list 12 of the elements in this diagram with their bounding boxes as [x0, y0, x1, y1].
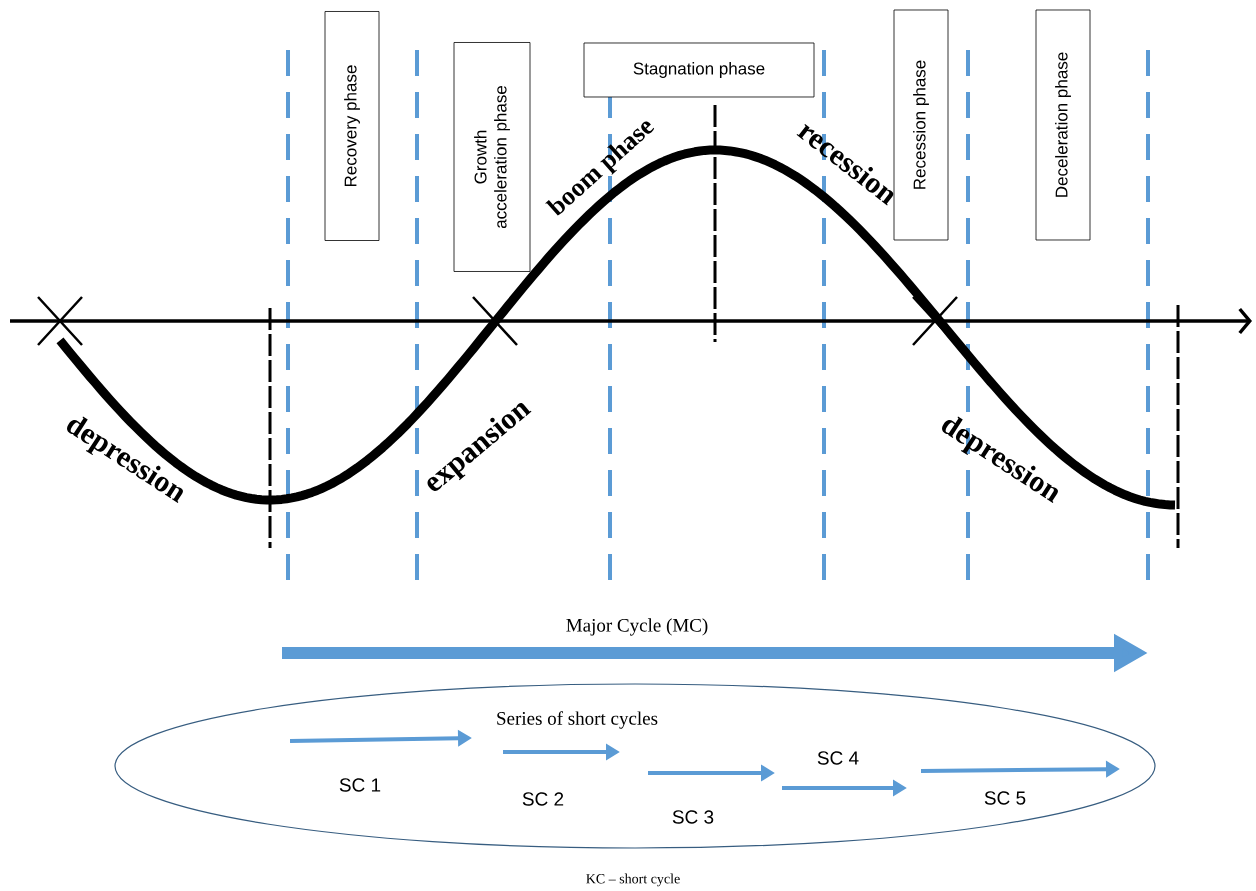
phase-box: Deceleration phase	[1035, 9, 1091, 241]
cycle-label: Major Cycle (MC)	[566, 618, 708, 636]
cycle-label: SC 1	[339, 778, 381, 792]
phase-box: Recession phase	[893, 9, 949, 241]
caption: KC – short cycle	[586, 873, 680, 887]
phase-box: Stagnation phase	[583, 42, 815, 98]
cycle-label: SC 4	[817, 751, 859, 765]
cycle-label: SC 2	[522, 792, 564, 806]
phase-box: Growth acceleration phase	[453, 42, 531, 272]
cycle-label: SC 5	[984, 791, 1026, 805]
cycle-label: SC 3	[672, 810, 714, 824]
phase-box: Recovery phase	[324, 11, 380, 241]
